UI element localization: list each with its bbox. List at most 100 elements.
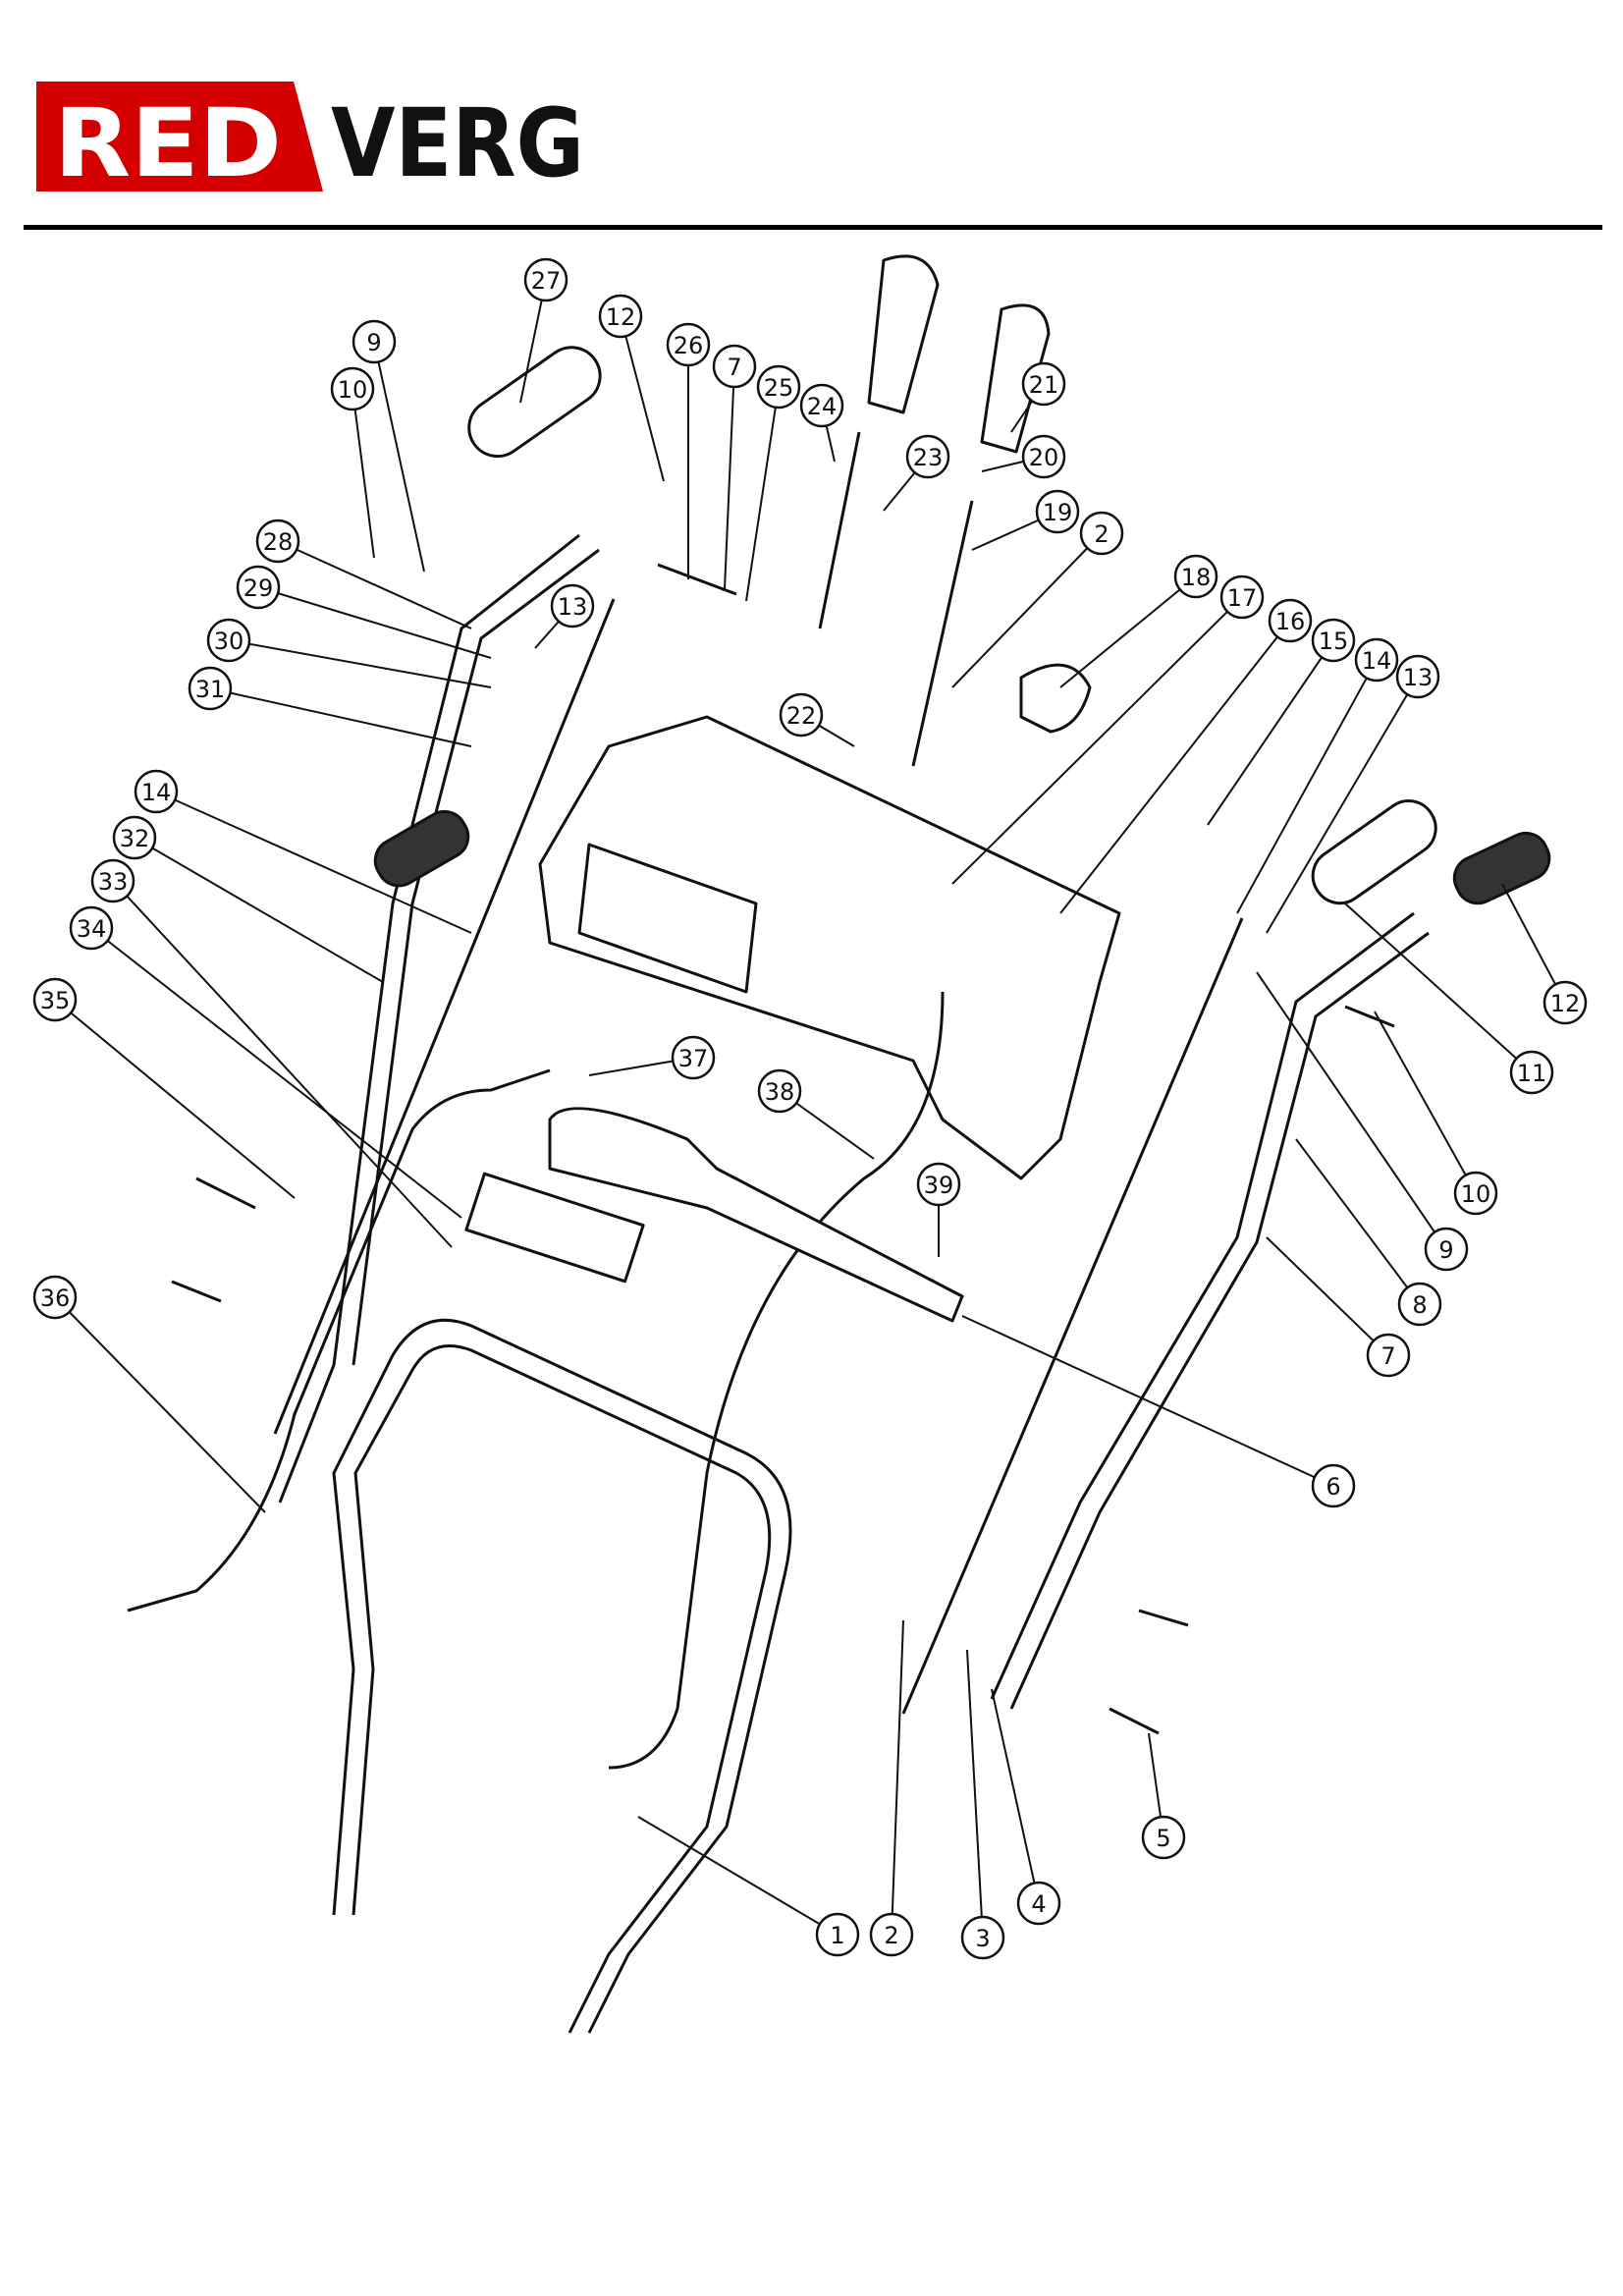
callout-leader-line <box>277 540 472 629</box>
callout-number: 30 <box>214 628 244 655</box>
cable-13-right <box>901 917 1244 1715</box>
callout-leader-line <box>209 687 472 747</box>
part-callout-14: 14 <box>1354 637 1399 683</box>
callout-number: 14 <box>1362 647 1392 675</box>
part-callout-8: 8 <box>1397 1282 1442 1327</box>
callout-number: 29 <box>243 574 274 602</box>
bolt-5-b <box>1109 1707 1160 1735</box>
callout-number: 22 <box>786 702 817 730</box>
callout-leader-line <box>373 341 425 573</box>
part-callout-35: 35 <box>32 977 78 1022</box>
callout-circle <box>779 692 824 738</box>
callout-circle <box>188 666 233 711</box>
callout-leader-line <box>54 999 296 1199</box>
callout-leader-line <box>1256 971 1447 1250</box>
callout-leader-line <box>90 927 462 1219</box>
part-callout-38: 38 <box>757 1068 802 1114</box>
callout-leader-line <box>1059 575 1197 688</box>
heated-grip-right <box>1452 831 1551 905</box>
callout-circle <box>869 1912 914 1957</box>
callout-circle <box>960 1915 1005 1960</box>
callout-leader-line <box>1266 1236 1389 1356</box>
callout-circle <box>1366 1333 1411 1378</box>
part-callout-32: 32 <box>112 815 157 860</box>
callout-circle <box>236 565 281 610</box>
callout-number: 6 <box>1325 1473 1340 1501</box>
right-handle-bar <box>990 911 1415 1700</box>
callout-circle <box>32 1275 78 1320</box>
callout-number: 32 <box>120 825 150 852</box>
logo-red-banner <box>36 82 323 191</box>
callout-number: 33 <box>98 868 129 896</box>
logo-red-text: RED <box>54 88 282 191</box>
callout-circle <box>905 434 950 479</box>
part-callout-4: 4 <box>1016 1881 1061 1926</box>
right-grip <box>1311 799 1437 905</box>
part-callout-18: 18 <box>1173 554 1218 599</box>
part-callout-14: 14 <box>134 769 179 814</box>
part-callout-5: 5 <box>1141 1815 1186 1860</box>
bolt-35-b <box>171 1280 222 1303</box>
callout-circle <box>206 618 251 663</box>
callout-leader-line <box>637 1816 839 1936</box>
callout-circle <box>255 519 300 564</box>
callout-circle <box>799 383 844 428</box>
callout-number: 10 <box>1461 1180 1491 1208</box>
callout-circle <box>523 257 568 302</box>
callout-leader-line <box>1295 1138 1421 1305</box>
callout-circle <box>666 322 711 367</box>
callout-circle <box>1173 554 1218 599</box>
callout-circle <box>1141 1815 1186 1860</box>
part-callout-13: 13 <box>1395 654 1440 699</box>
bolt-5-a <box>1138 1609 1189 1627</box>
frame-tube-1 <box>332 1318 792 2034</box>
callout-leader-line <box>1207 639 1334 826</box>
callout-number: 26 <box>674 332 704 359</box>
callout-leader-line <box>966 1649 984 1939</box>
callout-circle <box>756 364 801 410</box>
part-callout-7: 7 <box>1366 1333 1411 1378</box>
callout-number: 7 <box>727 354 741 381</box>
part-callout-17: 17 <box>1219 574 1265 620</box>
part-callout-27: 27 <box>523 257 568 302</box>
callout-circle <box>671 1035 716 1080</box>
callout-circle <box>1016 1881 1061 1926</box>
callout-leader-line <box>54 1296 266 1513</box>
callout-circle <box>1219 574 1265 620</box>
callout-number: 4 <box>1031 1890 1046 1918</box>
callout-leader-line <box>257 586 492 659</box>
callout-circle <box>1079 511 1124 556</box>
callout-number: 2 <box>1094 520 1109 548</box>
callout-number: 38 <box>765 1078 795 1106</box>
part-callout-7: 7 <box>712 344 757 389</box>
callout-number: 11 <box>1517 1060 1547 1087</box>
part-callout-12: 12 <box>598 294 643 339</box>
callout-number: 13 <box>1403 664 1434 691</box>
callout-number: 9 <box>366 329 381 356</box>
callout-circle <box>1311 618 1356 663</box>
handle-frame-drawing <box>127 254 1551 2034</box>
callout-circle <box>815 1912 860 1957</box>
part-callout-15: 15 <box>1311 618 1356 663</box>
right-handle-bar-inner <box>1009 931 1430 1710</box>
callout-leader-line <box>1236 659 1378 914</box>
callout-circle <box>1397 1282 1442 1327</box>
bail-bar-6 <box>548 1107 964 1323</box>
callout-number: 31 <box>195 676 226 703</box>
part-callout-1: 1 <box>815 1912 860 1957</box>
callout-circle <box>550 583 595 629</box>
callout-circle <box>1021 361 1066 407</box>
callout-number: 20 <box>1029 444 1059 471</box>
left-handle-bar-inner <box>352 548 600 1366</box>
part-callout-22: 22 <box>779 692 824 738</box>
callout-number: 1 <box>830 1922 844 1949</box>
callout-circle <box>1035 489 1080 534</box>
callout-circle <box>757 1068 802 1114</box>
callout-number: 9 <box>1438 1236 1453 1264</box>
frame-tube-1-inner <box>352 1344 772 2034</box>
part-callout-19: 19 <box>1035 489 1080 534</box>
callout-circle <box>1268 598 1313 643</box>
callout-number: 39 <box>924 1172 954 1199</box>
callout-circle <box>1453 1171 1498 1216</box>
